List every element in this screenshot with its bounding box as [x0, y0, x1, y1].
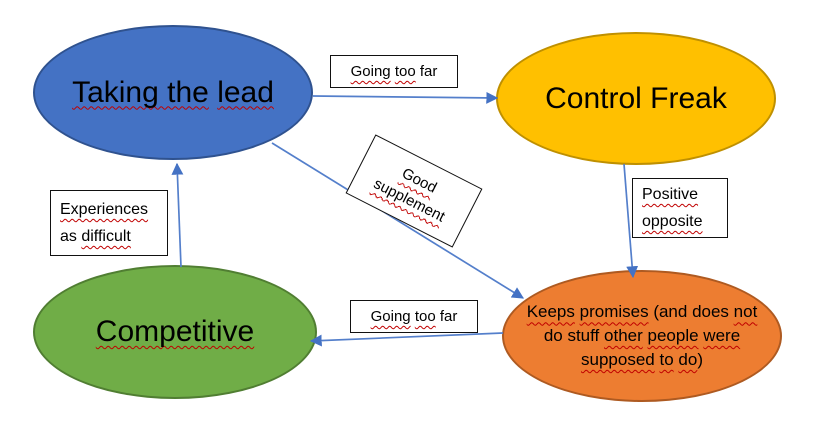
text-run: as — [60, 228, 82, 245]
text-run: Going — [350, 63, 391, 80]
label-box-positive-opposite[interactable]: Positive opposite — [632, 178, 728, 238]
node-taking-the-lead-label: Taking the lead — [46, 76, 300, 110]
arrow-taking-lead-to-control-freak — [312, 91, 499, 104]
text-run: Experiences — [60, 200, 149, 218]
text-run: supposed — [581, 349, 655, 369]
text-run — [209, 76, 217, 109]
label-box-going-too-far-top[interactable]: Going too far — [330, 55, 458, 88]
label-positive-opposite: Positive opposite — [642, 181, 727, 235]
text-run: Going — [370, 308, 411, 325]
text-run: opposite — [642, 213, 703, 230]
text-run: to — [659, 349, 674, 369]
text-run: not — [733, 302, 758, 322]
text-run: Positive — [642, 185, 699, 203]
node-competitive[interactable]: Competitive — [33, 265, 317, 399]
text-run: far — [415, 63, 438, 80]
text-run: Competitive — [95, 315, 255, 348]
text-run: Taking the — [72, 75, 209, 109]
text-run: too — [394, 63, 416, 80]
text-run: other — [604, 326, 643, 346]
text-run: (and does — [648, 302, 734, 322]
text-run: Keeps — [526, 302, 575, 322]
text-run: were — [703, 326, 741, 346]
text-run: ) — [697, 349, 703, 369]
label-going-too-far-bottom: Going too far — [351, 308, 477, 325]
node-competitive-label: Competitive — [46, 315, 304, 349]
text-run: difficult — [81, 228, 131, 245]
node-keeps-promises[interactable]: Keeps promises (and does not do stuff ot… — [502, 270, 782, 402]
text-run: people — [647, 326, 699, 346]
node-control-freak-label: Control Freak — [509, 82, 763, 116]
label-good-supplement: Good supplement — [352, 145, 477, 237]
label-experiences-as-difficult: Experiences as difficult — [60, 196, 167, 250]
label-box-good-supplement[interactable]: Good supplement — [345, 134, 483, 248]
label-going-too-far-top: Going too far — [331, 63, 457, 80]
text-run: too — [414, 308, 436, 325]
text-run: far — [435, 308, 458, 325]
node-control-freak[interactable]: Control Freak — [496, 32, 776, 165]
label-box-experiences-as-difficult[interactable]: Experiences as difficult — [50, 190, 168, 256]
text-run: do stuff — [543, 326, 605, 346]
text-run: do — [678, 349, 698, 369]
node-taking-the-lead[interactable]: Taking the lead — [33, 25, 313, 160]
arrow-keeps-promises-to-competitive — [309, 332, 504, 347]
node-keeps-promises-label: Keeps promises (and does not do stuff ot… — [517, 300, 767, 371]
arrow-competitive-to-taking-lead — [171, 162, 184, 268]
text-run: lead — [217, 75, 274, 109]
label-box-going-too-far-bottom[interactable]: Going too far — [350, 300, 478, 333]
text-run: promises — [579, 302, 649, 322]
text-run: Control Freak — [545, 81, 727, 115]
